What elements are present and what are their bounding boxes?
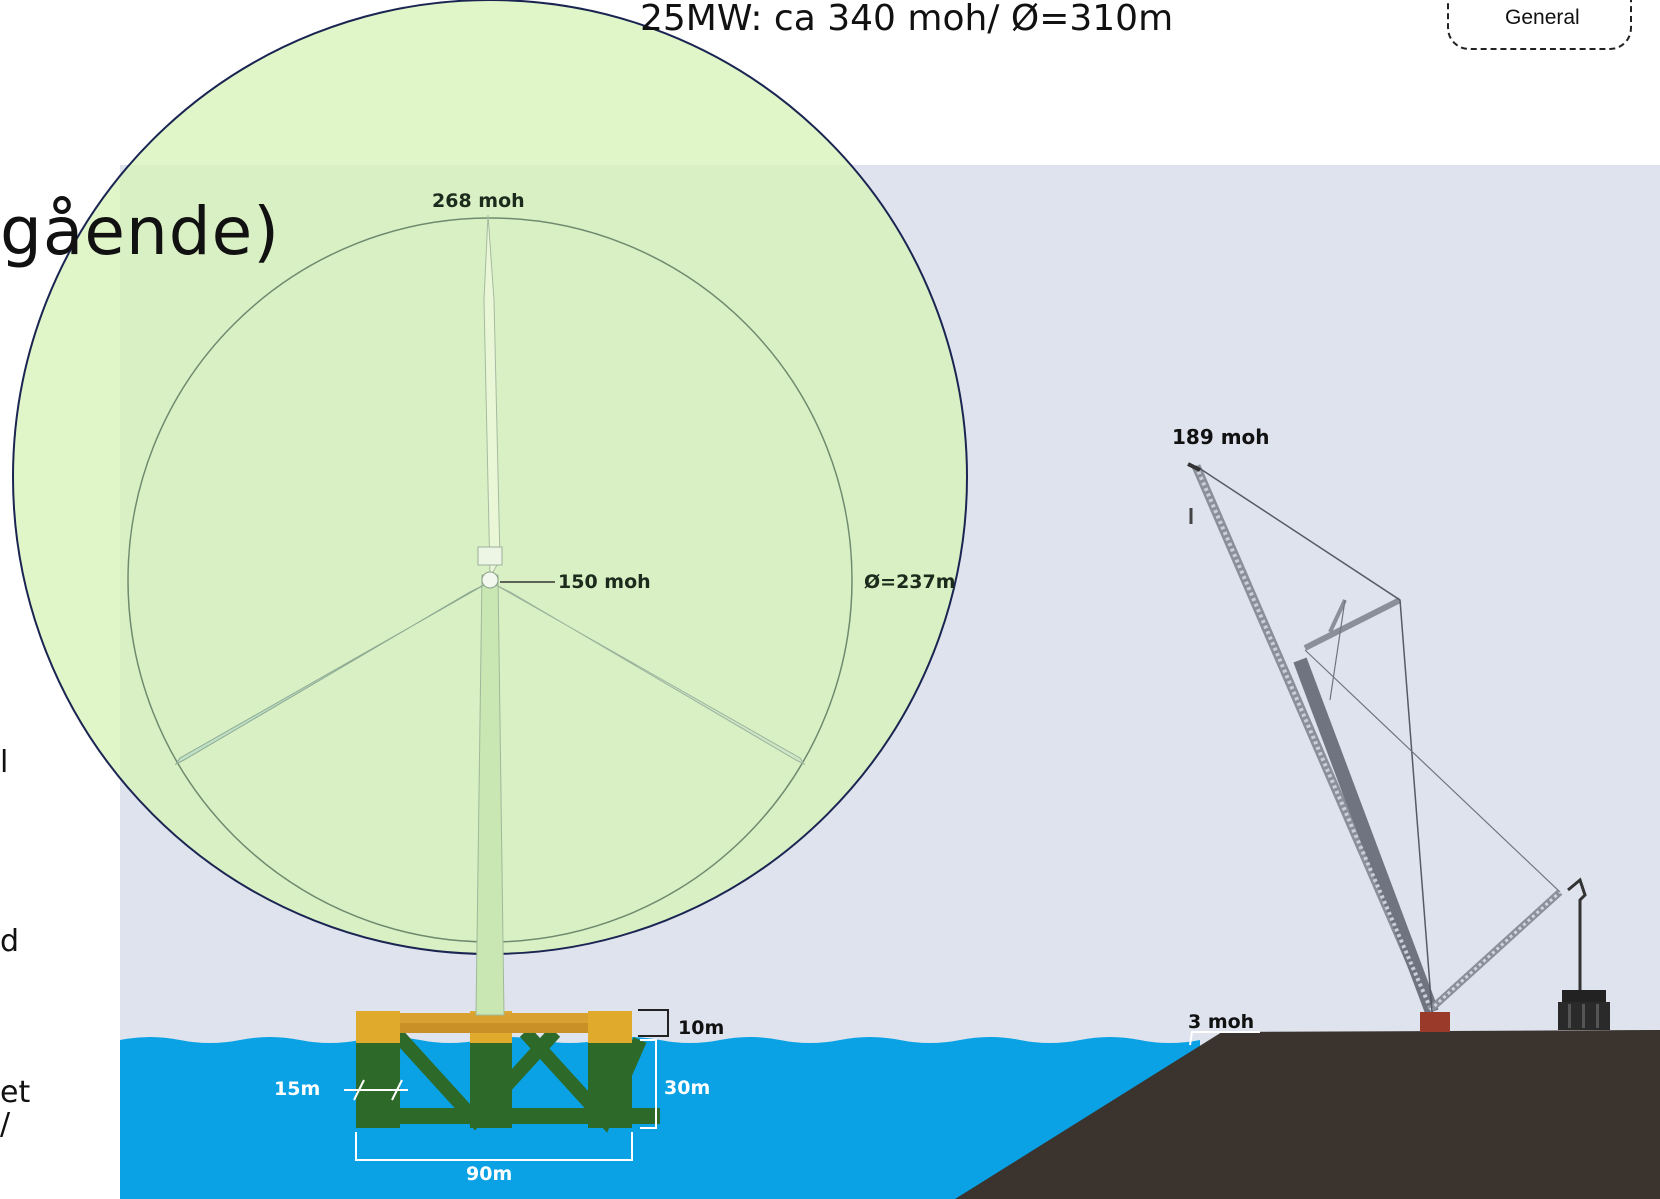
side-text-fragment-2: d	[0, 924, 20, 959]
turbine-spec-heading: 25MW: ca 340 moh/ Ø=310m	[640, 0, 1174, 39]
turbine-hub	[481, 571, 499, 589]
slide-title-fragment: gående)	[0, 193, 281, 270]
platform-width-dimension	[355, 1132, 633, 1161]
side-text-fragment-1: l	[0, 745, 9, 780]
semi-submersible-platform	[356, 930, 660, 1133]
blade-left	[174, 583, 487, 766]
quay-ground	[955, 1030, 1660, 1199]
draft-dimension	[640, 1039, 657, 1129]
classification-badge-label: General	[1505, 6, 1580, 29]
side-text-fragment-4: /	[0, 1107, 11, 1142]
hub-height-label: 150 moh	[558, 571, 651, 593]
platform-column-right	[588, 1040, 632, 1128]
draft-label: 30m	[664, 1077, 710, 1099]
quay-height-label: 3 moh	[1188, 1011, 1254, 1033]
column-diameter-dimension	[344, 1079, 408, 1101]
platform-width-label: 90m	[466, 1163, 512, 1185]
column-diameter-label: 15m	[274, 1078, 320, 1100]
counterweight-top	[1562, 990, 1606, 1002]
platform-column-left	[356, 1040, 400, 1128]
quay-height-marker	[1189, 1031, 1260, 1046]
above-water-dimension	[638, 1009, 669, 1037]
platform-column-center	[470, 1040, 512, 1128]
crane-height-label: 189 moh	[1172, 425, 1270, 449]
classification-badge	[1447, 0, 1632, 50]
tip-height-label: 268 moh	[432, 190, 525, 212]
above-water-label: 10m	[678, 1017, 724, 1039]
crawler-crane	[1187, 462, 1587, 1015]
turbine-nacelle	[477, 546, 503, 566]
blade-right	[493, 583, 806, 766]
side-text-fragment-3: et	[0, 1075, 31, 1110]
rotor-diameter-label: Ø=237m	[864, 571, 956, 593]
crane-base	[1420, 1012, 1450, 1032]
